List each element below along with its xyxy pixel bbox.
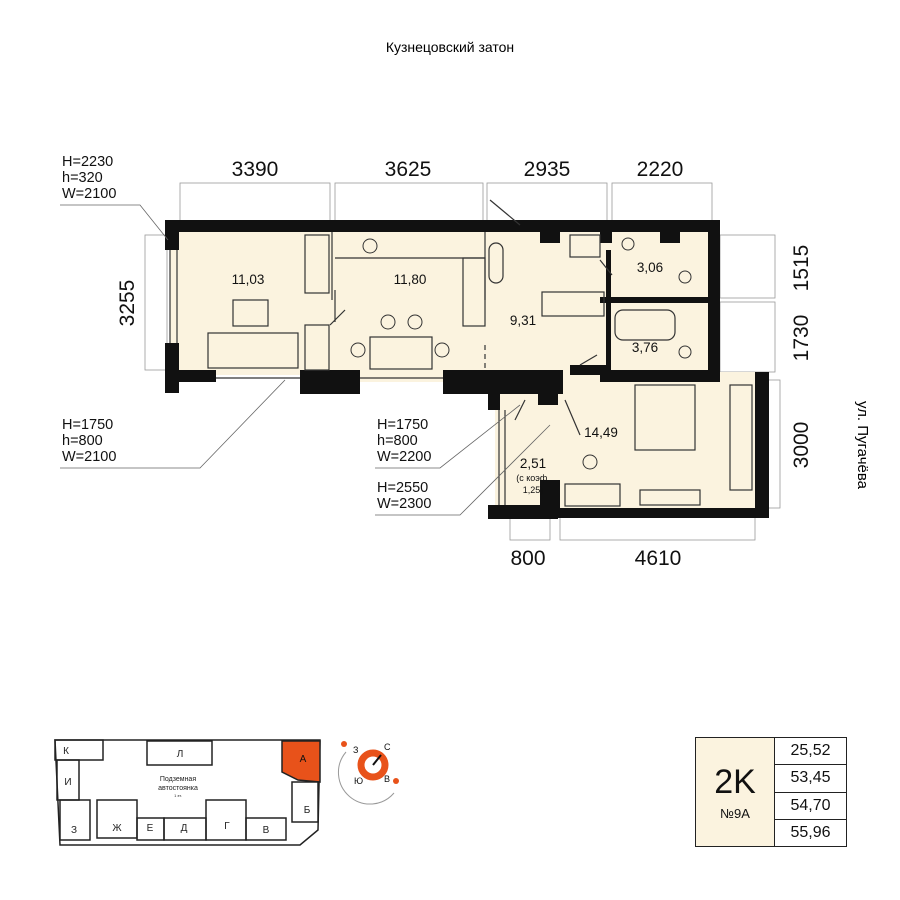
balcony-note-1: (с коэф. xyxy=(516,473,550,483)
ann-window-2: H=1750 xyxy=(62,417,113,433)
dim-bottom-1: 800 xyxy=(510,547,545,570)
page-title: Кузнецовский затон xyxy=(386,39,514,55)
label-i: И xyxy=(64,777,71,788)
compass-w: З xyxy=(353,745,358,755)
ann-window-3-w: W=2200 xyxy=(377,449,431,465)
room-area-bedroom: 14,49 xyxy=(584,425,618,440)
street-label: ул. Пугачёва xyxy=(854,401,871,490)
ann-window-3: H=1750 xyxy=(377,417,428,433)
room-area-kitchen: 11,80 xyxy=(394,272,427,287)
section-l[interactable] xyxy=(146,740,213,766)
parking-label-3: 1 эт. xyxy=(174,793,182,798)
walls xyxy=(165,220,769,519)
dim-left: 3255 xyxy=(116,280,139,327)
dim-top-2: 3625 xyxy=(385,158,432,181)
area-value: 54,70 xyxy=(775,793,846,820)
parking-label-2: автостоянка xyxy=(158,785,198,792)
room-area-bathroom-1: 3,06 xyxy=(637,260,663,275)
leader-lines xyxy=(60,204,551,516)
section-b[interactable] xyxy=(291,781,319,823)
ann-window-2-h: h=800 xyxy=(62,433,103,449)
ann-window-3-h: h=800 xyxy=(377,433,418,449)
label-d: Д xyxy=(181,823,188,834)
section-z[interactable] xyxy=(59,799,91,841)
section-g[interactable] xyxy=(205,799,247,841)
label-v: В xyxy=(263,825,270,836)
ann-door-w: W=2300 xyxy=(377,496,431,512)
compass-n: С xyxy=(384,742,391,752)
area-value: 53,45 xyxy=(775,765,846,793)
dim-right-1: 1515 xyxy=(790,245,813,292)
dim-right-2: 1730 xyxy=(790,315,813,362)
dim-top-3: 2935 xyxy=(524,158,571,181)
area-value: 55,96 xyxy=(790,823,831,841)
partitions xyxy=(169,199,753,507)
label-k: К xyxy=(63,746,69,757)
label-zh: Ж xyxy=(112,823,122,834)
dim-top-1: 3390 xyxy=(232,158,279,181)
ann-window-1: H=2230 xyxy=(62,154,113,170)
room-area-hall: 9,31 xyxy=(510,313,536,328)
room-area-bathroom-2: 3,76 xyxy=(632,340,658,355)
compass-s: Ю xyxy=(354,776,363,786)
apartment-info: 2K №9А 25,52 53,45 54,70 55,96 xyxy=(695,737,847,847)
balcony-note-2: 1,25) xyxy=(523,485,544,495)
furniture xyxy=(350,237,692,470)
label-l: Л xyxy=(177,749,184,760)
dim-right-3: 3000 xyxy=(790,422,813,469)
section-a[interactable] xyxy=(281,740,321,783)
apartment-type: 2K xyxy=(714,762,756,801)
apartment-number: №9А xyxy=(720,805,750,821)
site-labels: К Л А И З Ж Е Д Г В Б Подземная автостоя… xyxy=(63,746,311,836)
ann-window-1-h: h=320 xyxy=(62,170,103,186)
label-e: Е xyxy=(147,823,154,834)
room-area-balcony: 2,51 xyxy=(520,456,546,471)
dim-top-4: 2220 xyxy=(637,158,684,181)
label-b: Б xyxy=(304,805,311,816)
compass-e: В xyxy=(384,774,390,784)
ann-door: H=2550 xyxy=(377,480,428,496)
ann-window-1-w: W=2100 xyxy=(62,186,116,202)
label-z: З xyxy=(71,825,77,836)
room-area-living: 11,03 xyxy=(232,272,265,287)
parking-label-1: Подземная xyxy=(160,776,196,783)
site-plan xyxy=(54,739,321,846)
dim-bottom-2: 4610 xyxy=(635,547,682,570)
section-v[interactable] xyxy=(245,817,287,841)
label-a: А xyxy=(300,754,307,765)
label-g: Г xyxy=(224,821,230,832)
ann-window-2-w: W=2100 xyxy=(62,449,116,465)
area-value: 25,52 xyxy=(775,738,846,766)
compass-icon: С З Ю В xyxy=(337,741,399,805)
